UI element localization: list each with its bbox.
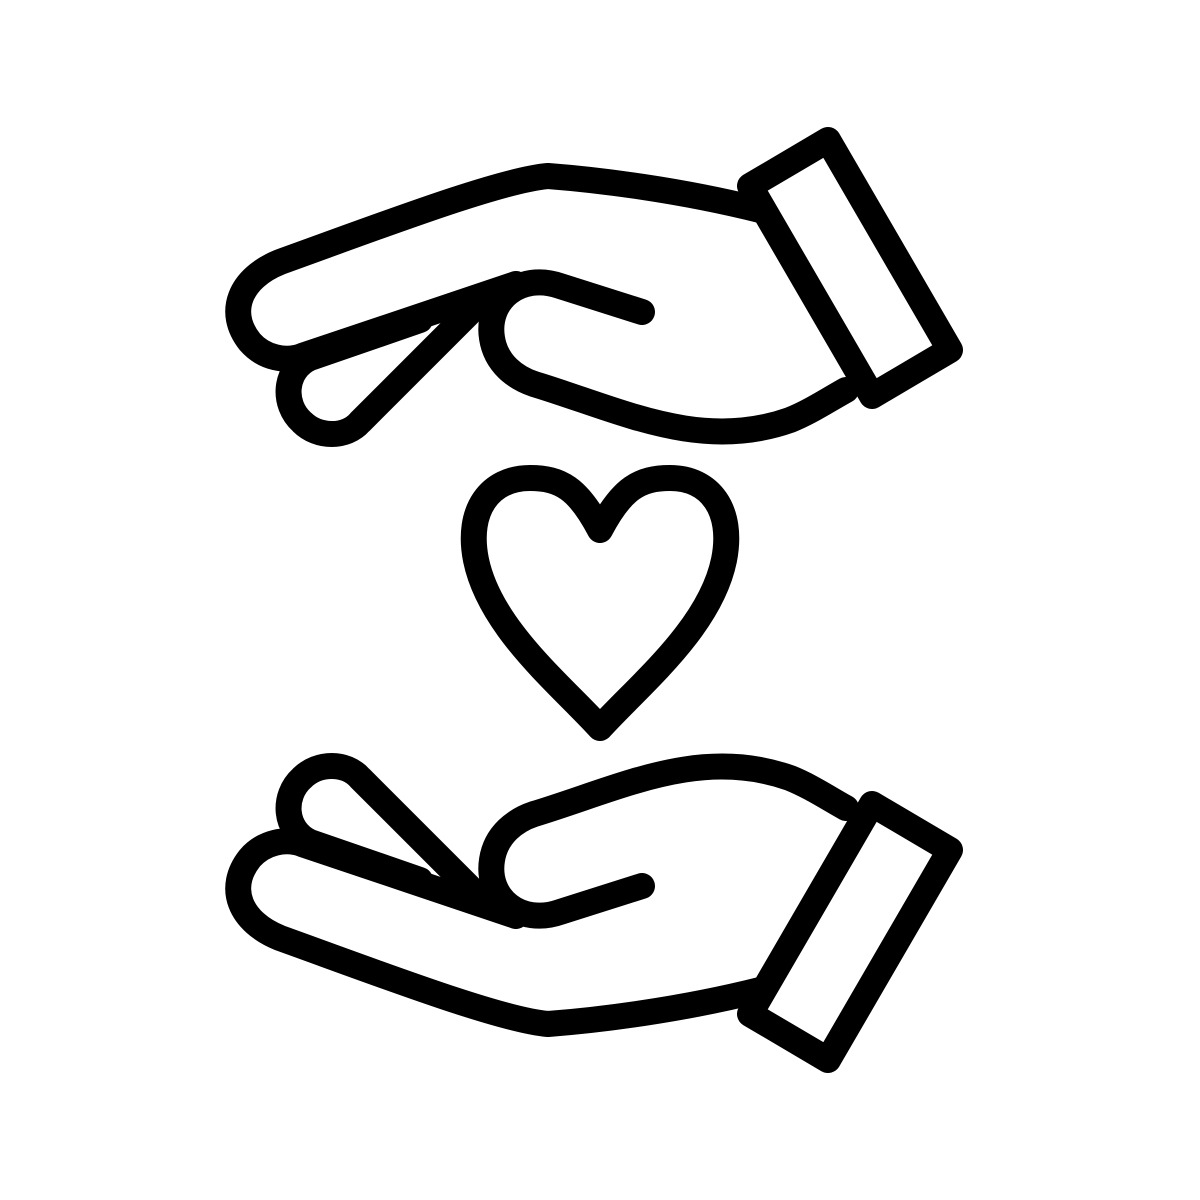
heart-icon — [460, 465, 740, 741]
hand-bottom-outline — [225, 828, 773, 1037]
sleeve-cuff-top — [737, 127, 963, 409]
thumb-bottom — [478, 753, 859, 929]
sleeve-cuff-bottom — [737, 791, 963, 1073]
heart-outline — [460, 465, 740, 741]
hand-top-icon — [225, 127, 963, 447]
fingers-bottom — [275, 753, 499, 917]
hand-top-outline — [225, 163, 773, 372]
hand-bottom-icon — [225, 753, 963, 1073]
fingers-top — [275, 283, 499, 447]
thumb-top — [478, 269, 859, 445]
